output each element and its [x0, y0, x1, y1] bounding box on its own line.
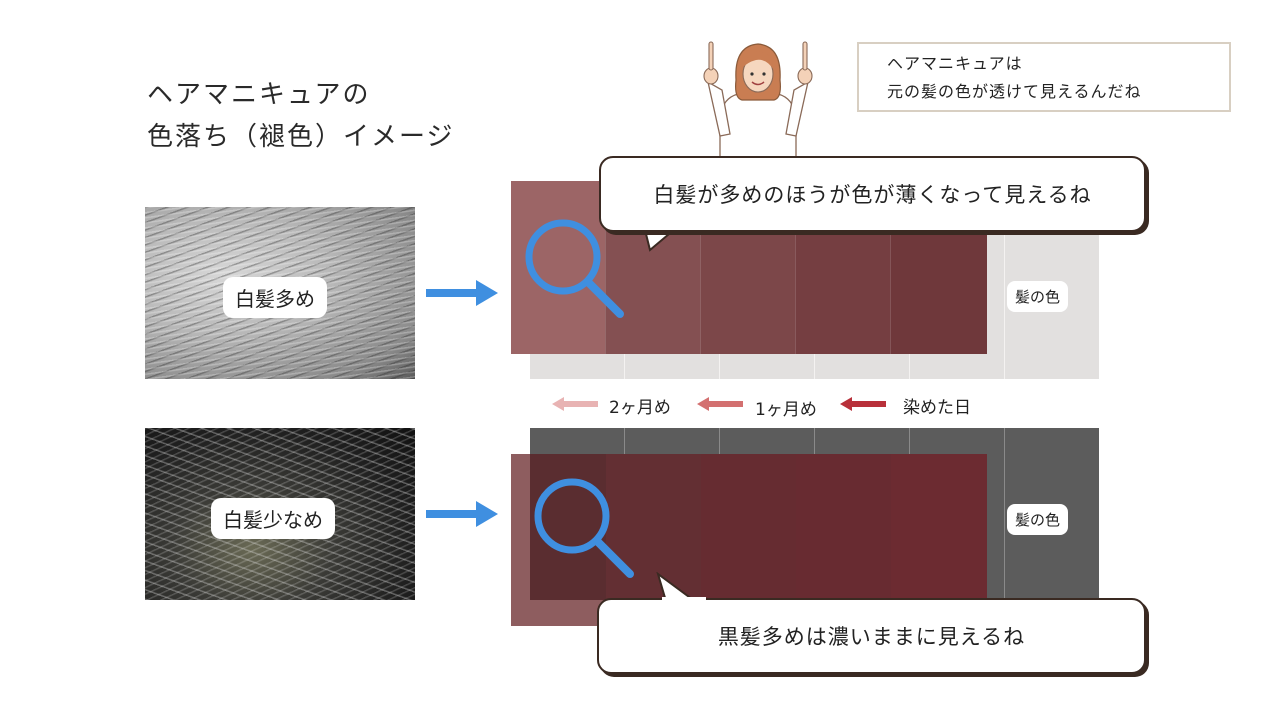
- magnifier-icon: [525, 219, 624, 318]
- arrow-left-icon: [552, 397, 598, 411]
- dye-cell: [606, 454, 701, 600]
- dye-cell: [701, 454, 796, 600]
- speech-bubble-bottom: 黒髪多めは濃いままに見えるね: [597, 598, 1146, 674]
- hair-color-badge: 髪の色: [1007, 281, 1069, 312]
- white-hair-label: 白髪多め: [223, 277, 327, 318]
- timeline-label-dye-day: 染めた日: [903, 398, 971, 418]
- woman-illustration: [703, 41, 813, 158]
- info-line-1: ヘアマニキュアは: [887, 54, 1023, 73]
- info-line-2: 元の髪の色が透けて見えるんだね: [887, 82, 1142, 101]
- arrow-right-icon: [426, 280, 498, 306]
- arrow-left-icon: [697, 397, 743, 411]
- dark-hair-label: 白髪少なめ: [211, 498, 335, 539]
- dark-hair-photo: 白髪少なめ: [145, 428, 415, 600]
- arrow-left-icon: [840, 397, 886, 411]
- timeline-label-month2: 2ヶ月め: [609, 398, 671, 418]
- title-line-2: 色落ち（褪色）イメージ: [147, 122, 455, 152]
- white-hair-photo: 白髪多め: [145, 207, 415, 379]
- hair-color-badge: 髪の色: [1007, 504, 1069, 535]
- magnifier-icon: [534, 478, 634, 578]
- title-line-1: ヘアマニキュアの: [147, 80, 371, 110]
- speech-bubble-top: 白髪が多めのほうが色が薄くなって見えるね: [599, 156, 1146, 232]
- arrow-right-icon: [426, 501, 498, 527]
- timeline-label-month1: 1ヶ月め: [755, 400, 817, 420]
- dye-cell-fresh: [891, 454, 987, 600]
- dye-cell-faded: [511, 181, 605, 354]
- info-box: ヘアマニキュアは 元の髪の色が透けて見えるんだね: [857, 42, 1231, 112]
- dye-cell: [796, 454, 891, 600]
